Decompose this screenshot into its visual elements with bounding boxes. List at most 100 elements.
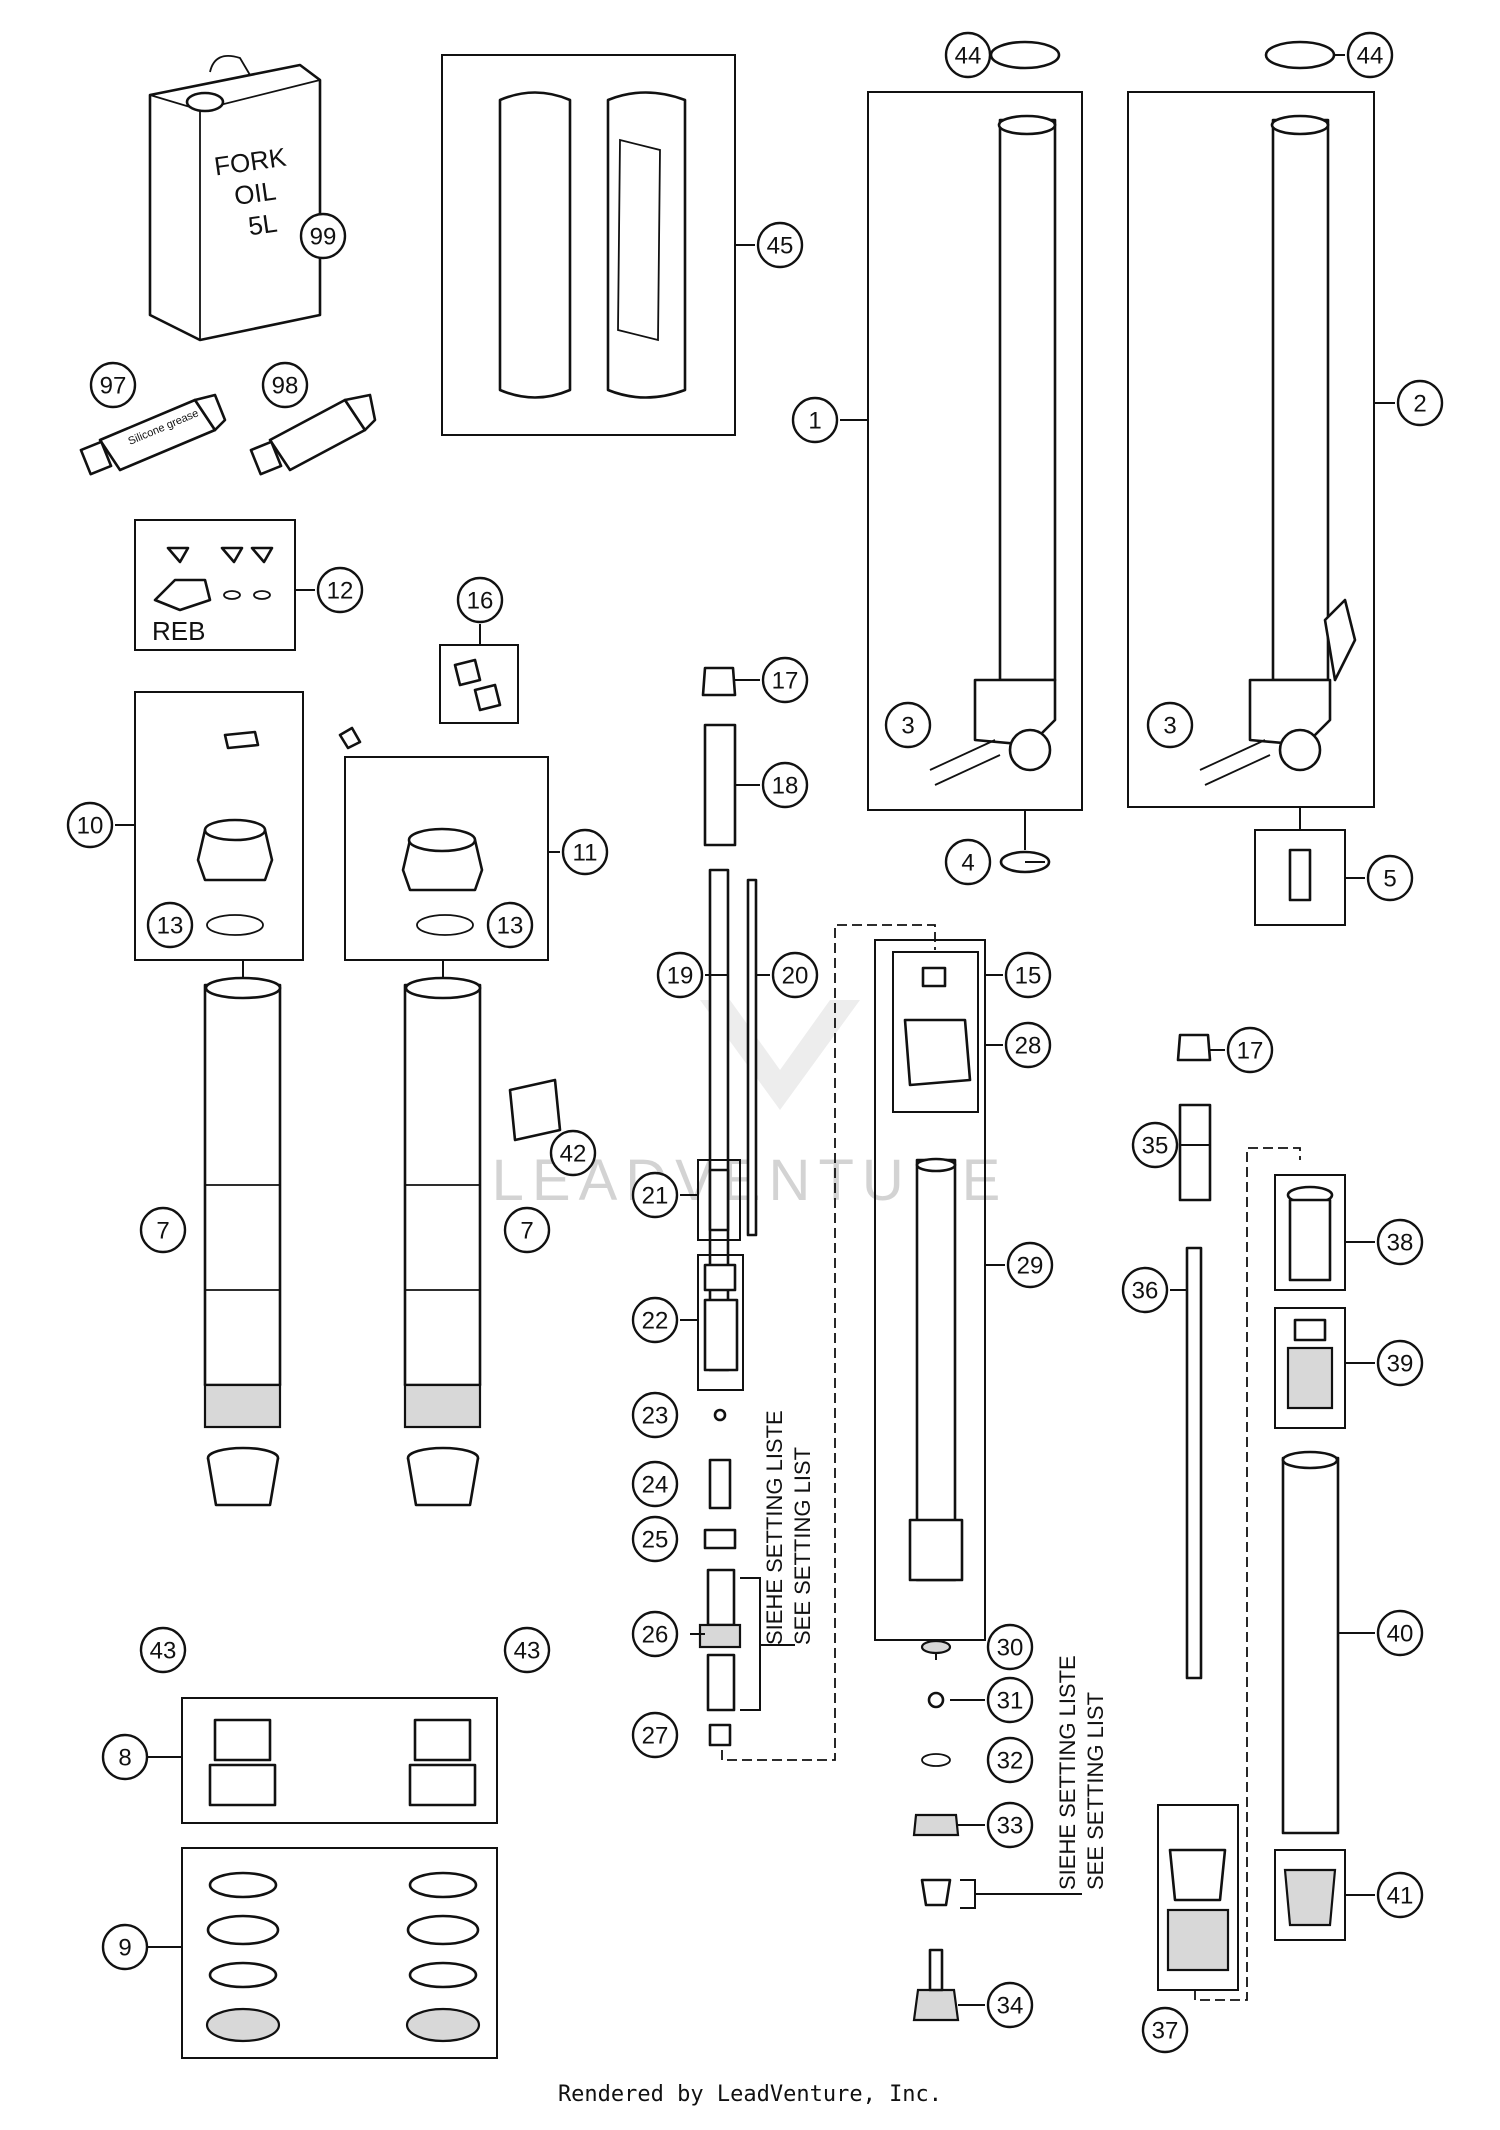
part-98-grease-tube [249,393,377,476]
callout-10: 10 [66,801,114,849]
part-10-damper-cap [196,730,274,936]
callout-number: 19 [667,963,694,990]
callout-number: 27 [642,1723,669,1750]
callout-number: 35 [1142,1133,1169,1160]
part-43-protector-left [206,1446,280,1507]
part-35-sleeve [1178,1103,1212,1202]
callout-39: 39 [1376,1339,1424,1387]
part-34-valve-top [920,1878,952,1907]
callout-number: 39 [1387,1351,1414,1378]
part-17-nut [701,666,737,697]
callout-number: 33 [997,1813,1024,1840]
callout-number: 36 [1132,1278,1159,1305]
part-41-plug [1283,1868,1337,1927]
callout-number: 11 [573,840,598,867]
part-37-valve [1166,1848,1230,1972]
callout-2: 2 [1396,379,1444,427]
part-27-nut [708,1723,732,1747]
part-8-box [181,1697,498,1824]
part-17b-nut [1176,1033,1212,1062]
callout-number: 45 [767,233,794,260]
callout-number: 44 [1357,43,1384,70]
callout-number: 15 [1015,963,1042,990]
part-42-sticker [508,1078,562,1142]
part-44-oring-right [1264,40,1336,70]
callout-5: 5 [1366,854,1414,902]
callout-number: 1 [808,408,821,435]
callout-27: 27 [631,1711,679,1759]
callout-number: 3 [1163,713,1176,740]
part-34-base [912,1988,960,2022]
callout-number: 23 [642,1403,669,1430]
callout-number: 30 [997,1635,1024,1662]
part-22-box [697,1254,744,1391]
part-1-box [867,91,1083,811]
callout-11: 11 [561,828,609,876]
callout-7: 7 [139,1206,187,1254]
part-43-protector-right [406,1446,480,1507]
part-24-piston-rod [708,1458,732,1510]
part-39-valve [1286,1318,1334,1410]
part-9-seals [205,1871,481,2043]
callout-34: 34 [986,1981,1034,2029]
callout-number: 17 [1237,1038,1264,1065]
callout-number: 28 [1015,1033,1042,1060]
part-2-outer-tube [1199,114,1357,786]
part-29-cartridge-tube [908,1157,964,1582]
callout-number: 40 [1387,1621,1414,1648]
part-15-bushing [921,966,947,988]
callout-number: 8 [118,1745,131,1772]
callout-28: 28 [1004,1021,1052,1069]
part-22-valve [703,1263,739,1372]
part-11-damper-cap [338,726,484,936]
svg-text:FORK OIL 5L: FORK OIL 5L [212,141,304,245]
part-37-box [1157,1804,1239,1991]
callout-number: 7 [520,1218,533,1245]
callout-30: 30 [986,1623,1034,1671]
can-label-line-2: OIL [232,176,277,211]
callout-number: 37 [1152,2018,1179,2045]
callout-12: 12 [316,566,364,614]
callout-number: 24 [642,1472,669,1499]
footer-text: Rendered by LeadVenture, Inc. [557,2082,943,2107]
callout-number: 38 [1387,1230,1414,1257]
setting-list-left-de: SIEHE SETTING LISTE [762,1410,787,1645]
part-38-spring [1286,1185,1334,1282]
reb-label: REB [152,616,205,646]
part-12-box [134,519,296,651]
part-16-parts [453,658,502,712]
callout-number: 34 [997,1993,1024,2020]
part-11-box [344,756,549,961]
callout-number: 13 [497,913,524,940]
setting-list-left-en: SEE SETTING LIST [790,1447,815,1645]
callout-31: 31 [986,1676,1034,1724]
callout-number: 43 [150,1638,177,1665]
callout-number: 12 [327,578,354,605]
callout-42: 42 [549,1129,597,1177]
callout-number: 21 [642,1183,669,1210]
callout-19: 19 [656,951,704,999]
callout-number: 3 [901,713,914,740]
callout-45: 45 [756,221,804,269]
part-5-bleed-screw [1288,848,1312,902]
callout-18: 18 [761,761,809,809]
callout-9: 9 [101,1923,149,1971]
part-45-box [441,54,736,436]
part-44-oring-left [989,40,1061,70]
callout-98: 98 [261,361,309,409]
callout-number: 26 [642,1622,669,1649]
callout-24: 24 [631,1460,679,1508]
part-28-base-valve [903,1018,972,1087]
callout-38: 38 [1376,1218,1424,1266]
callout-number: 44 [955,43,982,70]
callout-36: 36 [1121,1266,1169,1314]
callout-13: 13 [146,901,194,949]
callout-number: 22 [642,1308,669,1335]
part-23-oring [713,1408,727,1422]
callout-8: 8 [101,1733,149,1781]
callout-number: 98 [272,373,299,400]
callout-22: 22 [631,1296,679,1344]
part-40-cartridge [1281,1450,1340,1835]
part-39-box [1274,1307,1346,1429]
callout-number: 42 [560,1141,587,1168]
